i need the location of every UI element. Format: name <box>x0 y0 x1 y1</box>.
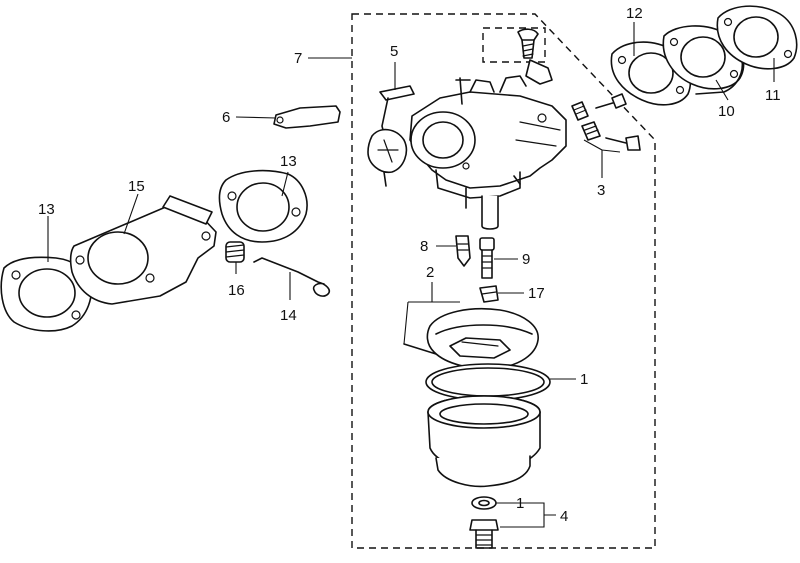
callout-13-mid: 13 <box>280 153 297 170</box>
float-valve-8 <box>455 235 471 267</box>
carburetor-body <box>409 59 567 230</box>
callout-13-left: 13 <box>38 201 55 218</box>
spring-16 <box>225 241 245 263</box>
o-ring-1 <box>425 363 551 401</box>
callout-3: 3 <box>597 182 605 199</box>
float-bowl <box>427 395 541 488</box>
callout-15: 15 <box>128 178 145 195</box>
assembly-boundary <box>351 13 656 549</box>
callout-10: 10 <box>718 103 735 120</box>
callout-9: 9 <box>522 251 530 268</box>
callout-12: 12 <box>626 5 643 22</box>
gasket-11 <box>716 5 798 70</box>
callout-1-oring: 1 <box>580 371 588 388</box>
callout-11: 11 <box>765 87 781 104</box>
callout-labels: 13 15 13 16 14 6 7 5 3 12 10 11 8 9 17 2… <box>38 5 781 525</box>
washer-1 <box>471 496 497 510</box>
callout-5: 5 <box>390 43 398 60</box>
callout-14: 14 <box>280 307 297 324</box>
callout-4: 4 <box>560 508 568 525</box>
main-jet-17 <box>479 285 499 303</box>
leader-lines <box>47 22 775 528</box>
gasket-13-mid <box>218 169 308 243</box>
choke-shaft-5 <box>367 85 415 187</box>
gasket-13-left <box>0 256 92 332</box>
throttle-rod-14 <box>253 257 331 297</box>
pilot-screw <box>517 28 539 59</box>
callout-17: 17 <box>528 285 545 302</box>
choke-lever-6 <box>273 105 341 129</box>
callout-8: 8 <box>420 238 428 255</box>
insulator-plate-15 <box>69 195 217 305</box>
callout-6: 6 <box>222 109 230 126</box>
screw-set-3 <box>571 93 641 151</box>
callout-2: 2 <box>426 264 434 281</box>
callout-16: 16 <box>228 282 245 299</box>
callout-1-washer: 1 <box>516 495 524 512</box>
drain-bolt-4 <box>469 519 499 549</box>
callout-7: 7 <box>294 50 302 67</box>
main-nozzle-9 <box>479 237 495 279</box>
float-2 <box>403 307 539 370</box>
